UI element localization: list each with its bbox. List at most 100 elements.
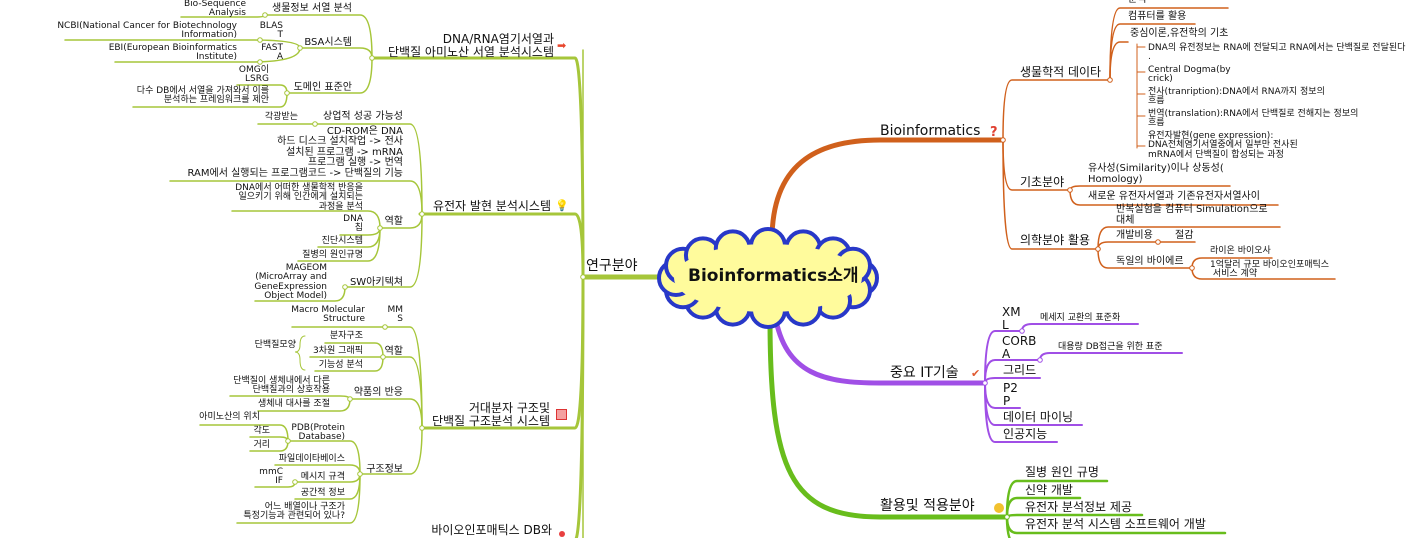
- topic-spatial-info[interactable]: 공간적 정보: [300, 488, 345, 498]
- topic-mms[interactable]: MM S: [387, 305, 403, 325]
- topic-dna-rna-analysis[interactable]: DNA/RNA염기서열과 단백질 아미노산 서열 분석시스템: [387, 32, 554, 59]
- node-dot: [285, 438, 291, 444]
- topic-omg-lsrg[interactable]: OMG이 LSRG: [238, 65, 269, 85]
- topic-p2p[interactable]: P2 P: [1003, 381, 1018, 408]
- topic-bioinformatics[interactable]: Bioinformatics: [880, 123, 981, 139]
- topic-multi-db-framework[interactable]: 다수 DB에서 서열을 가져와서 이를 분석하는 프레임워크를 제안: [136, 86, 269, 106]
- topic-blast[interactable]: BLAS T: [259, 21, 283, 41]
- topic-bioinformatics-db[interactable]: 바이오인포매틱스 DB와: [431, 523, 552, 537]
- topic-macro-role[interactable]: 역할: [384, 346, 403, 357]
- topic-macro-role-item[interactable]: 분자구조: [329, 331, 363, 341]
- connector-line: [1069, 185, 1231, 191]
- topic-structure-info[interactable]: 구조정보: [366, 464, 403, 475]
- topic-spotlight[interactable]: 각광받는: [264, 112, 298, 122]
- connector-line: [314, 123, 423, 215]
- topic-role-item[interactable]: 진단시스템: [321, 236, 363, 246]
- topic-sw-architecture[interactable]: SW아키텍쳐: [349, 277, 403, 288]
- topic-macromolecule-system[interactable]: 거대분자 구조및 단백질 구조분석 시스템: [431, 401, 550, 428]
- dogma-item[interactable]: Central Dogma(by crick): [1148, 65, 1231, 85]
- topic-gene-role[interactable]: 역할: [384, 216, 403, 227]
- topic-basic-field[interactable]: 기초분야: [1020, 175, 1065, 189]
- connector-line: [344, 213, 423, 288]
- node-dot: [1189, 265, 1195, 271]
- bayer-item[interactable]: 1억달러 규모 바이오인포매틱스 서비스 계약: [1210, 260, 1330, 280]
- connector-line: [286, 57, 373, 94]
- app-item[interactable]: 신약 개발: [1025, 483, 1073, 497]
- central-topic[interactable]: Bioinformatics소개: [688, 266, 859, 286]
- connector-line: [287, 440, 361, 475]
- app-item[interactable]: 질병 원인 규명: [1025, 465, 1099, 479]
- topic-biological-data[interactable]: 생물학적 데이타: [1020, 65, 1102, 79]
- topic-bsa-system[interactable]: BSA시스템: [304, 37, 352, 48]
- topic-grid[interactable]: 그리드: [1003, 363, 1037, 377]
- topic-role-item[interactable]: DNA 칩: [343, 214, 363, 234]
- topic-research[interactable]: 연구분야: [586, 258, 638, 274]
- topic-role-item[interactable]: 질병의 원인규명: [302, 250, 363, 260]
- topic-bio-sequence[interactable]: Bio-Sequence Analysis: [184, 0, 246, 19]
- node-dot: [312, 121, 318, 127]
- topic-medical-use[interactable]: 의학분야 활용: [1020, 233, 1091, 247]
- bayer-item[interactable]: 라이온 바이오사: [1210, 246, 1271, 256]
- dogma-item[interactable]: DNA의 유전정보는 RNA에 전달되고 RNA에서는 단백질로 전달된다 .: [1148, 43, 1406, 63]
- node-dot: [369, 55, 375, 61]
- topic-dev-cost[interactable]: 개발비용: [1116, 230, 1153, 241]
- topic-pdb-item[interactable]: 거리: [253, 440, 270, 450]
- topic-xml[interactable]: XM L: [1002, 305, 1021, 332]
- topic-use-computer[interactable]: 컴퓨터를 활용: [1128, 11, 1187, 22]
- topic-message-spec[interactable]: 메시지 규격: [300, 472, 345, 482]
- topic-data-mining[interactable]: 데이터 마이닝: [1003, 410, 1074, 424]
- connector-line: [1097, 241, 1159, 250]
- topic-drug-item[interactable]: 생체내 대사를 조절: [258, 399, 330, 409]
- basic-item[interactable]: 유사성(Similarity)이나 상동성( Homology): [1088, 163, 1224, 185]
- topic-important-it[interactable]: 중요 IT기술: [890, 365, 959, 381]
- topic-pdb-item[interactable]: 각도: [253, 426, 270, 436]
- node-dot: [284, 90, 290, 96]
- app-item[interactable]: 유전자 분석 시스템 소프트웨어 개발: [1025, 517, 1206, 531]
- topic-bio-sequence-analysis[interactable]: 생물정보 서열 분석: [272, 3, 352, 14]
- topic-central-dogma[interactable]: 중심이론,유전학의 기초: [1130, 28, 1229, 39]
- node-dot: [419, 211, 425, 217]
- topic-mmcif[interactable]: mmC IF: [259, 467, 283, 487]
- topic-macro-role-item[interactable]: 기능성 분석: [318, 360, 363, 370]
- topic-domain-standard[interactable]: 도메인 표준안: [293, 82, 352, 93]
- topic-commercial-success[interactable]: 상업적 성공 가능성: [323, 111, 403, 122]
- topic-macro-molecular-structure[interactable]: Macro Molecular Structure: [291, 305, 365, 325]
- topic-cdrom-analogy[interactable]: CD-ROM은 DNA 하드 디스크 설치작업 -> 전사 설치된 프로그램 -…: [187, 126, 404, 179]
- topic-xml-desc[interactable]: 메세지 교환의 표준화: [1040, 313, 1121, 323]
- topic-drug-item[interactable]: 단백질이 생체내에서 다른 단백질과의 상호작용: [233, 376, 330, 396]
- topic-role-item[interactable]: DNA에서 어떠한 생물학적 반응을 일으키기 위해 인간에게 설치되는 과정을…: [235, 183, 363, 212]
- topic-analysis[interactable]: 분석: [1128, 0, 1146, 6]
- connector-line: [359, 427, 423, 475]
- topic-protein-shape[interactable]: 단백질모양: [254, 340, 296, 350]
- topic-corba[interactable]: CORB A: [1002, 334, 1037, 361]
- question-icon: ?: [990, 125, 998, 140]
- topic-gene-expression-system[interactable]: 유전자 발현 분석시스템: [432, 199, 551, 213]
- app-item[interactable]: 유전자 분석정보 제공: [1025, 500, 1132, 514]
- topic-structure-question[interactable]: 어느 배열이나 구조가 특정기능과 관련되어 있나?: [243, 502, 345, 522]
- topic-ebi[interactable]: EBI(European Bioinformatics Institute): [108, 43, 237, 63]
- topic-corba-desc[interactable]: 대용량 DB접근을 위한 표준: [1058, 342, 1163, 352]
- node-dot: [357, 471, 363, 477]
- connector-line: [1005, 515, 1011, 538]
- topic-mageom[interactable]: MAGEOM (MicroArray and GeneExpression Ob…: [254, 263, 327, 302]
- node-dot: [382, 324, 388, 330]
- basic-item[interactable]: 새로운 유전자서열과 기존유전자서열사이: [1088, 191, 1260, 202]
- topic-fasta[interactable]: FAST A: [261, 43, 283, 63]
- topic-simulation[interactable]: 반복실험을 컴퓨터 Simulation으로 대체: [1116, 204, 1268, 226]
- dogma-item[interactable]: 유전자발현(gene expression): DNA전체염기서열중에서 일부만…: [1148, 131, 1298, 160]
- dogma-item[interactable]: 전사(tranription):DNA에서 RNA까지 정보의 흐름: [1148, 87, 1325, 107]
- dogma-item[interactable]: 번역(translation):RNA에서 단백질로 전해지는 정보의 흐름: [1148, 109, 1359, 129]
- topic-file-database[interactable]: 파일데이타베이스: [278, 454, 345, 464]
- topic-pdb[interactable]: PDB(Protein Database): [291, 423, 345, 443]
- topic-macro-role-item[interactable]: 3차원 그래픽: [313, 346, 363, 356]
- topic-ncbi[interactable]: NCBI(National Cancer for Biotechnology I…: [57, 21, 237, 41]
- branch-bioinformatics: [769, 137, 1006, 243]
- topic-bayer[interactable]: 독일의 바이에르: [1116, 256, 1184, 267]
- topic-cost-reduction[interactable]: 절감: [1175, 230, 1194, 241]
- connector-line: [1002, 139, 1099, 250]
- topic-ai[interactable]: 인공지능: [1003, 427, 1048, 441]
- topic-applications[interactable]: 활용및 적용분야: [880, 498, 975, 514]
- topic-drug-response[interactable]: 약품의 반응: [353, 387, 403, 398]
- topic-pdb-item[interactable]: 아미노산의 위치: [199, 412, 260, 422]
- cloud-body: [674, 244, 862, 312]
